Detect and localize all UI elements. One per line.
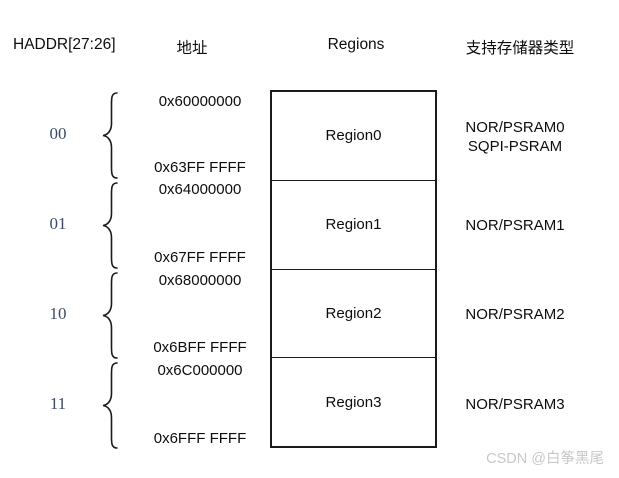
curly-brace-icon xyxy=(96,181,120,270)
address-region2-end: 0x6BFF FFFF xyxy=(153,339,247,356)
address-region3-start: 0x6C000000 xyxy=(157,362,243,379)
column-header-haddr: HADDR[27:26] xyxy=(13,36,116,53)
region0-label: Region0 xyxy=(325,127,382,145)
curly-brace-icon xyxy=(96,271,120,360)
memory-type-region0: NOR/PSRAM0 SQPI-PSRAM xyxy=(440,118,590,156)
region-cell-2: Region2 xyxy=(272,270,435,359)
region-cell-1: Region1 xyxy=(272,181,435,270)
region-cell-0: Region0 xyxy=(272,92,435,181)
address-region1-start: 0x64000000 xyxy=(158,181,242,198)
memory-type-region0-line1: NOR/PSRAM0 xyxy=(465,119,565,136)
column-header-address: 地址 xyxy=(176,39,208,57)
address-region0-end: 0x63FF FFFF xyxy=(154,159,246,176)
memory-type-region1: NOR/PSRAM1 xyxy=(465,217,565,234)
memory-type-region0-line2: SQPI-PSRAM xyxy=(467,138,563,155)
curly-brace-icon xyxy=(96,91,120,180)
regions-box: Region0 Region1 Region2 Region3 xyxy=(270,90,437,448)
address-region3-end: 0x6FFF FFFF xyxy=(153,430,247,447)
region1-label: Region1 xyxy=(325,216,382,234)
region3-label: Region3 xyxy=(325,393,382,411)
haddr-bits-11: 11 xyxy=(49,394,67,413)
curly-brace-icon xyxy=(96,361,120,450)
memory-type-region2: NOR/PSRAM2 xyxy=(465,306,565,323)
region2-label: Region2 xyxy=(325,304,382,322)
address-region2-start: 0x68000000 xyxy=(158,272,242,289)
haddr-bits-10: 10 xyxy=(49,304,67,323)
region-cell-3: Region3 xyxy=(272,358,435,446)
address-region0-start: 0x60000000 xyxy=(158,93,242,110)
memory-type-region3: NOR/PSRAM3 xyxy=(465,396,565,413)
column-header-regions: Regions xyxy=(327,36,385,53)
address-region1-end: 0x67FF FFFF xyxy=(154,249,246,266)
haddr-bits-01: 01 xyxy=(49,214,67,233)
csdn-watermark: CSDN @白筝黑尾 xyxy=(486,451,604,467)
column-header-memory-type: 支持存储器类型 xyxy=(465,39,575,57)
haddr-bits-00: 00 xyxy=(49,124,67,143)
